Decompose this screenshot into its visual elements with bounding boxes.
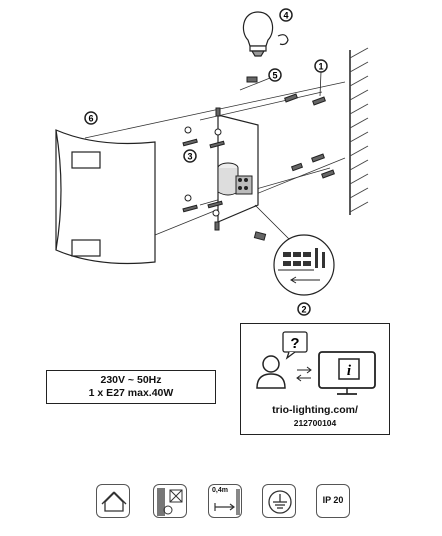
spec-box: 230V ~ 50Hz 1 x E27 max.40W [46,370,216,404]
distance-label: 0,4m [212,487,228,494]
no-cover-icon [157,488,183,516]
lamp-shade [55,129,156,265]
exchange-arrows-icon [296,366,312,382]
callout-4-label: 4 [283,11,288,21]
question-bubble-icon: ? [282,331,308,360]
callout-3-label: 3 [187,152,192,162]
article-code: 212700104 [293,418,337,428]
lamp-socket [217,162,253,196]
person-icon [256,355,286,389]
no-insulation-covering-symbol [153,484,187,518]
light-bulb [242,11,289,57]
house-icon [101,491,127,512]
callout-5: 5 [268,68,282,82]
spec-bulb: 1 x E27 max.40W [88,387,174,399]
wiring-detail [254,204,335,296]
callout-5-label: 5 [272,71,277,81]
callout-1: 1 [314,59,328,97]
support-illustration: ? i [256,331,376,395]
monitor-icon: i [318,351,376,395]
callout-6: 6 [84,111,98,125]
screws-and-dowels [182,76,335,241]
indoor-use-symbol [96,484,130,518]
callout-3: 3 [183,149,197,163]
info-letter: i [347,363,352,379]
callout-2-label: 2 [301,305,306,315]
distance-arrow-icon [214,489,240,515]
distance-symbol: 0,4m [208,484,242,518]
callout-2: 2 [297,302,311,316]
info-box: ? i trio-lighting.com/ 212700104 [240,323,390,435]
ip-rating-symbol: IP 20 [316,484,350,518]
wall [349,47,369,215]
callout-1-label: 1 [318,62,323,72]
ground-icon [268,490,292,514]
spec-voltage: 230V ~ 50Hz [100,374,162,386]
callout-4: 4 [279,8,293,22]
ip-rating-label: IP 20 [322,495,344,505]
question-mark: ? [290,335,299,352]
protective-earth-symbol [262,484,296,518]
callout-6-label: 6 [88,114,93,124]
support-url: trio-lighting.com/ [272,404,358,416]
